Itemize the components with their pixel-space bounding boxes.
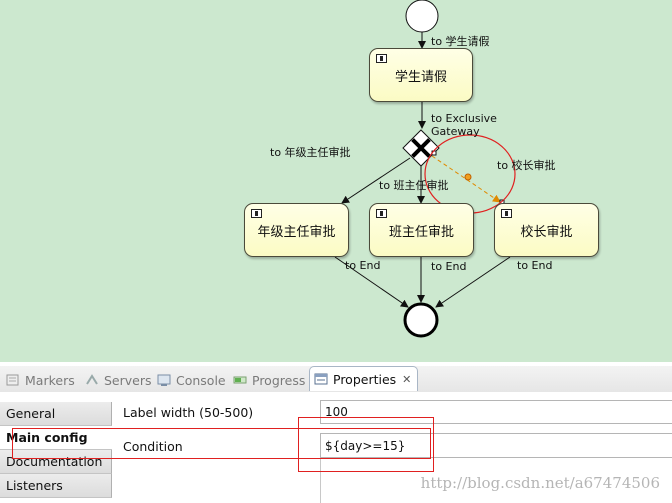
tab-label: Markers [25,372,75,388]
side-tab-general[interactable]: General [0,402,112,426]
task-label: 校长审批 [520,224,573,240]
servers-icon [85,374,99,386]
side-tab-listeners[interactable]: Listeners [0,474,112,498]
flow-label-to-gateway[interactable]: to Exclusive Gateway [431,112,497,138]
side-tab-label: Main config [6,430,88,445]
user-task-icon [251,209,262,218]
watermark: http://blog.csdn.net/a67474506 [420,474,660,492]
markers-icon [6,374,20,386]
tab-label: Properties [333,371,397,387]
side-tab-main-config[interactable]: Main config [0,426,112,450]
flow-principal-end [435,256,511,308]
tab-markers[interactable]: Markers [6,371,75,389]
tab-console[interactable]: Console [157,371,226,389]
tab-label: Console [176,372,226,388]
task-grade-director[interactable]: 年级主任审批 [244,203,349,257]
task-student-leave[interactable]: 学生请假 [369,48,473,102]
task-label: 年级主任审批 [257,224,336,240]
view-tab-bar: Markers Servers Console Progress Propert… [0,366,672,393]
condition-input[interactable] [320,433,672,458]
end-event [403,302,439,338]
condition-input-border [320,458,321,503]
label-width-input[interactable] [320,400,672,424]
tab-label: Servers [104,372,152,388]
red-annotation-box [298,417,434,472]
flow-label-to-end[interactable]: to End [431,260,467,273]
console-icon [157,374,171,386]
flow-label-to-class[interactable]: to 班主任审批 [379,179,449,192]
tab-progress[interactable]: Progress [233,371,305,389]
close-icon[interactable]: ✕ [402,372,412,386]
task-label: 班主任审批 [388,224,454,240]
diagram-connections [334,0,516,338]
user-task-icon [376,209,387,218]
tab-servers[interactable]: Servers [85,371,152,389]
condition-label: Condition [123,439,183,454]
flow-label-to-grade[interactable]: to 年级主任审批 [270,146,351,159]
flow-label-to-principal[interactable]: to 校长审批 [497,159,556,172]
flow-label-to-end[interactable]: to End [517,259,553,272]
red-annotation-circle [424,134,516,214]
user-task-icon [501,209,512,218]
process-diagram-canvas[interactable]: 学生请假 年级主任审批 班主任审批 校长审批 to 学生请假 to Exclus… [0,0,672,362]
start-event [405,0,439,33]
task-class-teacher[interactable]: 班主任审批 [369,203,474,257]
user-task-icon [376,54,387,63]
flow-label-to-student[interactable]: to 学生请假 [431,35,490,48]
properties-icon [314,373,328,385]
label-width-label: Label width (50-500) [123,405,254,420]
task-principal[interactable]: 校长审批 [494,203,599,257]
side-tab-label: Documentation [6,454,103,469]
side-tab-label: General [6,406,56,421]
red-annotation-box [12,428,431,459]
progress-icon [233,374,247,386]
tab-properties[interactable]: Properties ✕ [309,366,419,391]
flow-gateway-grade [341,157,411,204]
side-tab-documentation[interactable]: Documentation [0,450,112,474]
properties-panel: General Main config Documentation Listen… [0,392,672,503]
side-tab-label: Listeners [6,478,63,493]
flow-midpoint-handle [464,173,472,181]
tab-label: Progress [252,372,306,388]
flow-label-to-end[interactable]: to End [345,259,381,272]
flow-grade-end [334,256,409,308]
task-label: 学生请假 [394,69,447,85]
